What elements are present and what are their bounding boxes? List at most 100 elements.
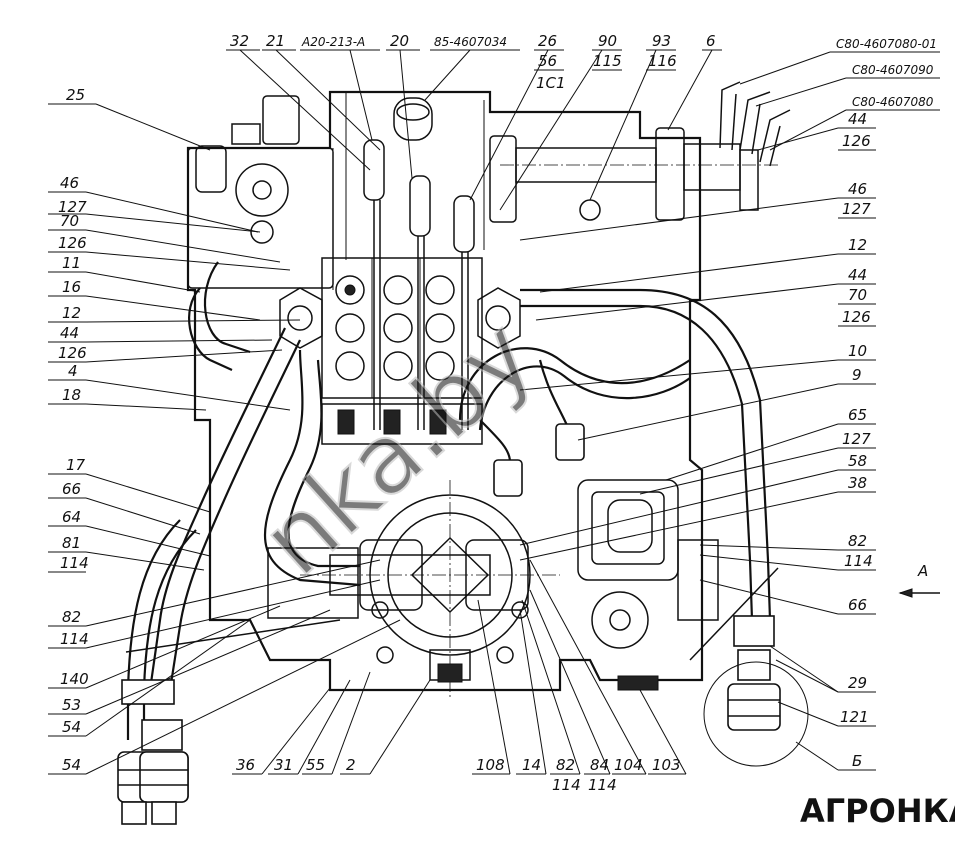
leader-line bbox=[519, 359, 839, 391]
leader-line bbox=[85, 619, 251, 737]
label-12-right: 12 bbox=[848, 236, 867, 254]
leader-line bbox=[477, 599, 511, 775]
label-c80-4607080: С80-4607080 bbox=[852, 95, 934, 109]
leader-line bbox=[577, 383, 839, 441]
label-underlines bbox=[48, 49, 940, 775]
leader-line bbox=[739, 51, 831, 85]
leader-line bbox=[239, 49, 371, 171]
view-arrow-label: А bbox=[917, 562, 928, 580]
leader-line bbox=[349, 49, 373, 141]
label-127-right-2: 127 bbox=[842, 430, 871, 448]
label-c80-4607090: С80-4607090 bbox=[852, 63, 934, 77]
label-82-right: 82 bbox=[848, 532, 867, 550]
label-17: 17 bbox=[66, 456, 86, 474]
label-93: 93 bbox=[652, 32, 671, 50]
leader-line bbox=[699, 554, 839, 571]
leader-line bbox=[85, 349, 283, 363]
leader-line bbox=[85, 319, 301, 323]
label-114-right: 114 bbox=[844, 552, 873, 570]
leader-line bbox=[757, 127, 839, 151]
leader-line bbox=[665, 423, 839, 481]
leader-line bbox=[499, 49, 603, 211]
label-1c1: 1С1 bbox=[536, 74, 566, 92]
label-114-bottom-2: 114 bbox=[588, 776, 617, 794]
label-66-right: 66 bbox=[848, 596, 867, 614]
label-115: 115 bbox=[593, 52, 622, 70]
view-arrow: А bbox=[898, 562, 940, 598]
label-70-right: 70 bbox=[848, 286, 867, 304]
leader-line bbox=[777, 701, 839, 727]
leader-line bbox=[85, 379, 291, 411]
leader-line bbox=[795, 741, 839, 771]
leader-line bbox=[589, 49, 657, 201]
label-46-left: 46 bbox=[60, 174, 79, 192]
leader-line bbox=[519, 491, 839, 561]
leader-line bbox=[85, 525, 211, 557]
label-58: 58 bbox=[848, 452, 867, 470]
label-4: 4 bbox=[68, 362, 78, 380]
leader-line bbox=[261, 687, 331, 775]
leader-line bbox=[424, 49, 471, 101]
leader-line bbox=[769, 645, 839, 693]
label-121: 121 bbox=[840, 708, 869, 726]
label-56: 56 bbox=[538, 52, 557, 70]
label-14: 14 bbox=[522, 756, 541, 774]
leader-line bbox=[519, 197, 839, 241]
label-26: 26 bbox=[538, 32, 557, 50]
leader-line bbox=[85, 497, 201, 535]
leader-line bbox=[85, 609, 331, 715]
leader-line bbox=[519, 609, 547, 775]
leader-line bbox=[399, 49, 413, 179]
leader-line bbox=[539, 253, 839, 293]
label-29: 29 bbox=[848, 674, 867, 692]
label-11: 11 bbox=[62, 254, 81, 272]
label-84: 84 bbox=[590, 756, 609, 774]
label-104: 104 bbox=[614, 756, 643, 774]
label-114-bottom: 114 bbox=[552, 776, 581, 794]
label-114-left-2: 114 bbox=[60, 630, 89, 648]
label-90: 90 bbox=[598, 32, 617, 50]
label-10: 10 bbox=[848, 342, 867, 360]
label-2: 2 bbox=[346, 756, 356, 774]
label-55: 55 bbox=[306, 756, 325, 774]
label-114-left: 114 bbox=[60, 554, 89, 572]
leader-line bbox=[529, 559, 647, 775]
label-a20-213-a: А20-213-А bbox=[301, 35, 365, 49]
label-103: 103 bbox=[652, 756, 681, 774]
label-12-left: 12 bbox=[62, 304, 81, 322]
machine-body bbox=[186, 81, 791, 700]
leader-line bbox=[667, 49, 713, 131]
leader-line bbox=[85, 559, 381, 627]
leader-line bbox=[469, 49, 549, 201]
logo-text: АГРОНКА bbox=[800, 792, 955, 830]
label-b: Б bbox=[852, 752, 862, 770]
leader-line bbox=[85, 579, 381, 649]
leader-line bbox=[521, 599, 581, 775]
label-140: 140 bbox=[60, 670, 89, 688]
label-127-right: 127 bbox=[842, 200, 871, 218]
label-53: 53 bbox=[62, 696, 81, 714]
leader-line bbox=[519, 469, 839, 546]
leader-line bbox=[331, 671, 371, 775]
label-70-left: 70 bbox=[60, 212, 79, 230]
leader-line bbox=[275, 49, 381, 151]
label-44-left: 44 bbox=[60, 324, 79, 342]
leader-line bbox=[775, 659, 839, 693]
leader-line bbox=[85, 251, 291, 271]
leader-line bbox=[85, 271, 201, 293]
leader-line bbox=[85, 619, 401, 775]
leader-line bbox=[85, 605, 281, 689]
leader-line bbox=[85, 191, 259, 233]
label-126-left-2: 126 bbox=[58, 344, 87, 362]
label-36: 36 bbox=[236, 756, 255, 774]
agronka-logo: АГРОНКА bbox=[800, 792, 955, 830]
label-38: 38 bbox=[848, 474, 867, 492]
label-21: 21 bbox=[266, 32, 285, 50]
label-64: 64 bbox=[62, 508, 81, 526]
leader-line bbox=[85, 403, 207, 411]
label-44-right-top: 44 bbox=[848, 110, 867, 128]
label-31: 31 bbox=[274, 756, 293, 774]
leader-line bbox=[85, 295, 261, 321]
label-44-right: 44 bbox=[848, 266, 867, 284]
label-25: 25 bbox=[66, 86, 85, 104]
